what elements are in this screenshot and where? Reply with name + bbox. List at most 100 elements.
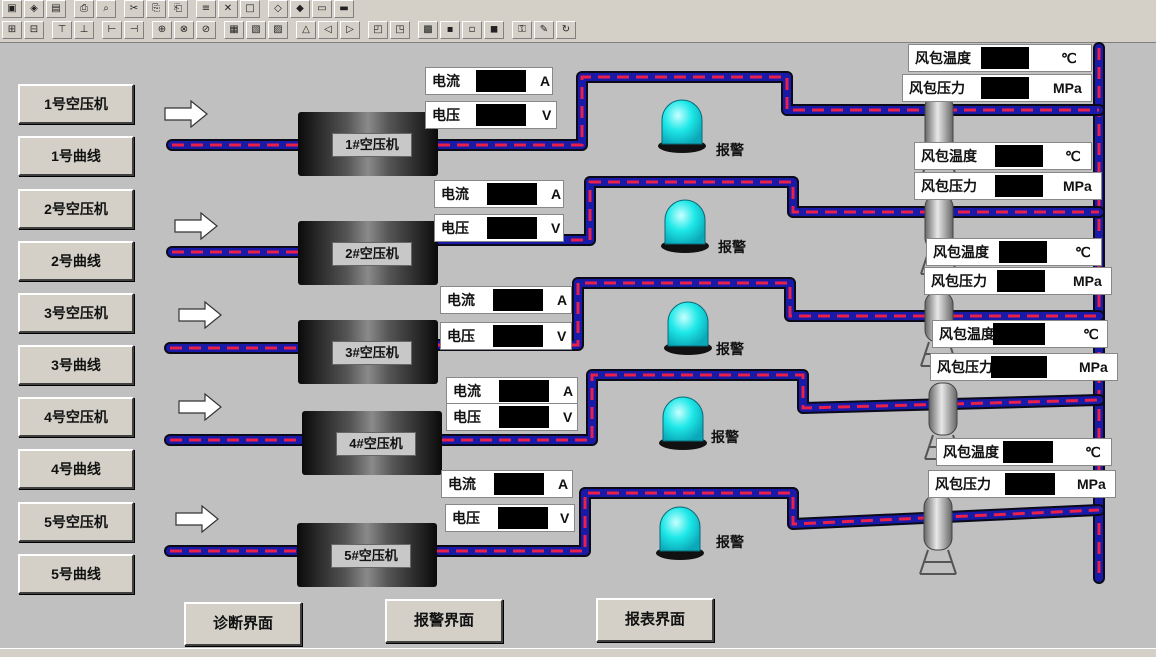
nav-button-curve-1[interactable]: 1号曲线 <box>18 136 134 176</box>
tank-pressure-unit: MPa <box>1077 476 1106 492</box>
toolbar-icon[interactable]: ⎗ <box>168 0 188 18</box>
nav-button-compressor-3[interactable]: 3号空压机 <box>18 293 134 333</box>
toolbar-icon[interactable]: ✕ <box>218 0 238 18</box>
tank-temp-label: 风包温度 <box>943 444 999 460</box>
toolbar-icon[interactable]: ▪ <box>440 21 460 39</box>
current-readout-1: 电流 A <box>425 67 553 95</box>
toolbar-icon[interactable]: ✂ <box>124 0 144 18</box>
voltage-label: 电压 <box>441 220 469 236</box>
compressor-label: 1#空压机 <box>332 133 412 157</box>
tank-pressure-unit: MPa <box>1063 178 1092 194</box>
alarm-lamp-icon-5 <box>659 506 701 552</box>
tank-pressure-value <box>981 77 1029 99</box>
compressor-2[interactable]: 2#空压机 <box>298 221 438 285</box>
tank-temp-value <box>1003 441 1053 463</box>
outlet-pipe-5-flow <box>437 491 1100 553</box>
tank-pressure-unit: MPa <box>1079 359 1108 375</box>
compressor-label: 3#空压机 <box>332 341 412 365</box>
tank-temp-value <box>993 323 1045 345</box>
toolbar-icon[interactable]: ▦ <box>224 21 244 39</box>
toolbar-icon[interactable]: ▩ <box>418 21 438 39</box>
toolbar-icon[interactable]: ⊕ <box>152 21 172 39</box>
toolbar-icon[interactable]: ◈ <box>24 0 44 18</box>
alarm-label-4: 报警 <box>711 429 739 445</box>
toolbar-icon[interactable]: ⚿ <box>512 21 532 39</box>
toolbar-icon[interactable]: ▷ <box>340 21 360 39</box>
tank-pressure-unit: MPa <box>1053 80 1082 96</box>
toolbar-icon[interactable]: ✎ <box>534 21 554 39</box>
toolbar-icon[interactable]: ◳ <box>390 21 410 39</box>
nav-button-curve-3[interactable]: 3号曲线 <box>18 345 134 385</box>
nav-button-compressor-2[interactable]: 2号空压机 <box>18 189 134 229</box>
nav-button-curve-5[interactable]: 5号曲线 <box>18 554 134 594</box>
current-value <box>493 289 543 311</box>
tank-pressure-label: 风包压力 <box>909 80 965 96</box>
current-label: 电流 <box>453 383 481 399</box>
toolbar-icon[interactable]: ⊞ <box>2 21 22 39</box>
current-unit: A <box>540 73 551 89</box>
toolbar-icon[interactable]: ⌕ <box>96 0 116 18</box>
toolbar-icon[interactable]: ⊣ <box>124 21 144 39</box>
diagnosis-screen-button[interactable]: 诊断界面 <box>184 602 302 646</box>
current-value <box>487 183 537 205</box>
toolbar-icon[interactable]: □ <box>240 0 260 18</box>
toolbar-icon[interactable]: ⊤ <box>52 21 72 39</box>
compressor-5[interactable]: 5#空压机 <box>297 523 437 587</box>
tank-temp-label: 风包温度 <box>933 244 989 260</box>
toolbar-icon[interactable]: ⊢ <box>102 21 122 39</box>
toolbar-icon[interactable]: ↻ <box>556 21 576 39</box>
toolbar-icon[interactable]: ◰ <box>368 21 388 39</box>
toolbar-icon[interactable]: ▫ <box>462 21 482 39</box>
nav-button-compressor-5[interactable]: 5号空压机 <box>18 502 134 542</box>
compressor-4[interactable]: 4#空压机 <box>302 411 442 475</box>
voltage-label: 电压 <box>453 409 481 425</box>
tank-temp-readout-2: 风包温度℃ <box>914 142 1092 170</box>
tank-temp-readout-4: 风包温度℃ <box>932 320 1108 348</box>
toolbar-icon[interactable]: ⎘ <box>146 0 166 18</box>
toolbar-icon[interactable]: ≡ <box>196 0 216 18</box>
toolbar-icon[interactable]: ▧ <box>246 21 266 39</box>
toolbar-icon[interactable]: ◼ <box>484 21 504 39</box>
toolbar-icon[interactable]: ⊟ <box>24 21 44 39</box>
current-label: 电流 <box>432 73 460 89</box>
toolbar-icon[interactable]: ◆ <box>290 0 310 18</box>
toolbar-icon[interactable]: △ <box>296 21 316 39</box>
toolbar-icon[interactable]: ▤ <box>46 0 66 18</box>
tank-temp-unit: ℃ <box>1083 326 1099 342</box>
toolbar-icon[interactable]: ⎙ <box>74 0 94 18</box>
compressor-label: 2#空压机 <box>332 242 412 266</box>
toolbar-icon[interactable]: ▭ <box>312 0 332 18</box>
nav-button-compressor-4[interactable]: 4号空压机 <box>18 397 134 437</box>
toolbar-icon[interactable]: ▣ <box>2 0 22 18</box>
compressor-1[interactable]: 1#空压机 <box>298 112 438 176</box>
air-receiver-tank-4 <box>928 382 958 436</box>
toolbar-icon[interactable]: ◁ <box>318 21 338 39</box>
report-screen-button[interactable]: 报表界面 <box>596 598 714 642</box>
toolbar-icon[interactable]: ⊘ <box>196 21 216 39</box>
alarm-screen-button[interactable]: 报警界面 <box>385 599 503 643</box>
status-bar <box>0 648 1156 657</box>
nav-button-curve-2[interactable]: 2号曲线 <box>18 241 134 281</box>
compressor-3[interactable]: 3#空压机 <box>298 320 438 384</box>
toolbar-icon[interactable]: ⊥ <box>74 21 94 39</box>
toolbar-icon[interactable]: ◇ <box>268 0 288 18</box>
toolbar-icon[interactable]: ⊗ <box>174 21 194 39</box>
toolbar-icon[interactable]: ▬ <box>334 0 354 18</box>
toolbar-icon[interactable]: ▨ <box>268 21 288 39</box>
tank-temp-value <box>999 241 1047 263</box>
current-label: 电流 <box>441 186 469 202</box>
tank-pressure-value <box>1005 473 1055 495</box>
nav-button-curve-4[interactable]: 4号曲线 <box>18 449 134 489</box>
tank-temp-unit: ℃ <box>1061 50 1077 66</box>
tank-pressure-value <box>997 270 1045 292</box>
toolbar-row-2: ⊞⊟ ⊤⊥ ⊢⊣ ⊕⊗⊘ ▦▧▨ △◁▷ ◰◳ ▩▪▫◼ ⚿✎↻ <box>2 21 578 41</box>
nav-button-compressor-1[interactable]: 1号空压机 <box>18 84 134 124</box>
